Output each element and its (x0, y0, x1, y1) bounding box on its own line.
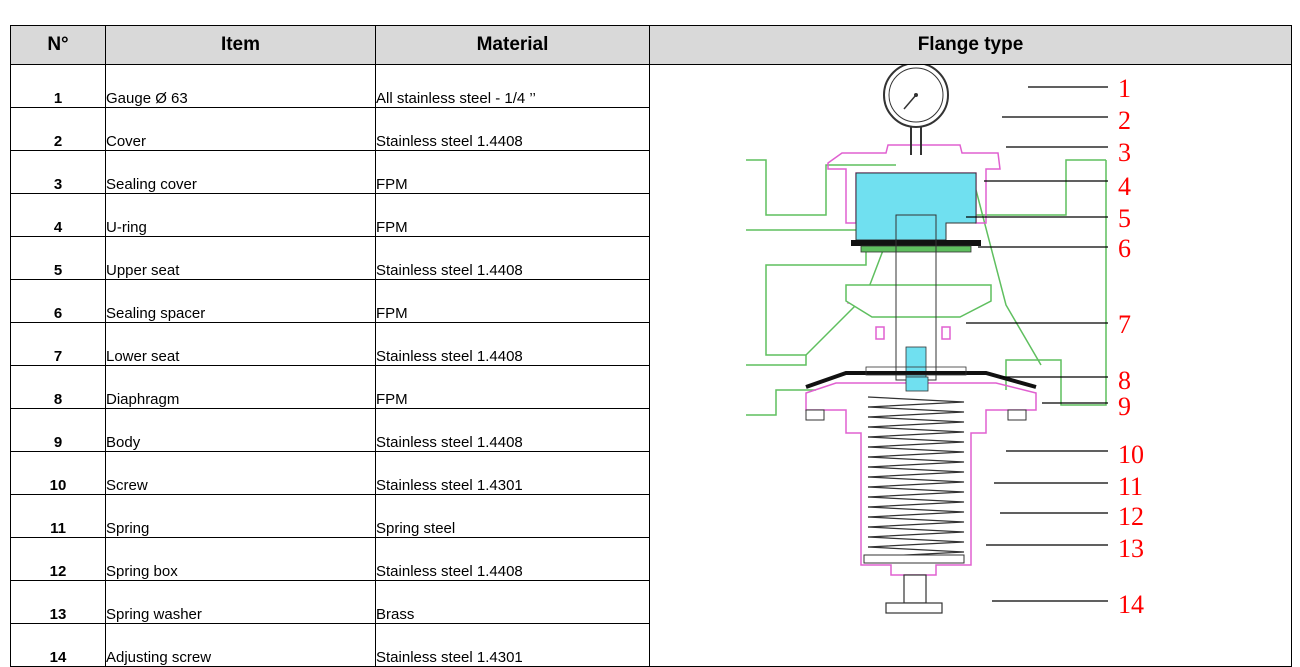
table-row: 5 Upper seat Stainless steel 1.4408 (10, 236, 1292, 280)
row-number: 8 (10, 365, 106, 409)
table-row: 7 Lower seat Stainless steel 1.4408 (10, 322, 1292, 366)
callout-9: 9 (1118, 392, 1131, 421)
row-item: Body (105, 408, 376, 452)
row-material: Brass (375, 580, 650, 624)
callout-1: 1 (1118, 74, 1131, 103)
callout-5: 5 (1118, 204, 1131, 233)
row-material: FPM (375, 279, 650, 323)
row-item: Upper seat (105, 236, 376, 280)
callout-4: 4 (1118, 172, 1131, 201)
row-item: Diaphragm (105, 365, 376, 409)
parts-table: N° Item Material Flange type 1 Gauge Ø 6… (10, 25, 1292, 667)
row-number: 11 (10, 494, 106, 538)
screw (805, 409, 825, 421)
row-item: Lower seat (105, 322, 376, 366)
row-number: 2 (10, 107, 106, 151)
callout-3: 3 (1118, 138, 1131, 167)
callout-7: 7 (1118, 310, 1131, 339)
header-flange-type: Flange type (649, 25, 1292, 65)
row-number: 9 (10, 408, 106, 452)
row-item: Adjusting screw (105, 623, 376, 667)
row-material: Stainless steel 1.4408 (375, 236, 650, 280)
row-number: 13 (10, 580, 106, 624)
row-material: Spring steel (375, 494, 650, 538)
upper-seat (855, 172, 977, 241)
callout-8: 8 (1118, 366, 1131, 395)
table-row: 13 Spring washer Brass (10, 580, 1292, 624)
callout-14: 14 (1118, 590, 1144, 619)
sealing-spacer (851, 240, 981, 246)
row-material: Stainless steel 1.4408 (375, 107, 650, 151)
callout-13: 13 (1118, 534, 1144, 563)
table-header-row: N° Item Material Flange type (10, 25, 1292, 65)
spring (867, 396, 965, 558)
header-material: Material (375, 25, 650, 65)
callout-11: 11 (1118, 472, 1143, 501)
row-item: Spring washer (105, 580, 376, 624)
row-material: FPM (375, 365, 650, 409)
row-item: Gauge Ø 63 (105, 64, 376, 108)
row-item: Screw (105, 451, 376, 495)
row-item: Spring (105, 494, 376, 538)
diaphragm (805, 371, 1037, 389)
row-number: 14 (10, 623, 106, 667)
row-material: Stainless steel 1.4301 (375, 623, 650, 667)
spring-washer (863, 554, 965, 564)
callout-2: 2 (1118, 106, 1131, 135)
row-item: U-ring (105, 193, 376, 237)
row-item: Spring box (105, 537, 376, 581)
row-item: Cover (105, 107, 376, 151)
header-item: Item (105, 25, 376, 65)
row-material: FPM (375, 150, 650, 194)
row-material: Stainless steel 1.4301 (375, 451, 650, 495)
row-number: 5 (10, 236, 106, 280)
row-material: Stainless steel 1.4408 (375, 408, 650, 452)
callout-12: 12 (1118, 502, 1144, 531)
row-material: Stainless steel 1.4408 (375, 322, 650, 366)
row-number: 1 (10, 64, 106, 108)
table-row: 8 Diaphragm FPM (10, 365, 1292, 409)
row-material: FPM (375, 193, 650, 237)
row-number: 6 (10, 279, 106, 323)
row-number: 10 (10, 451, 106, 495)
adjusting-screw (885, 574, 943, 614)
table-row: 12 Spring box Stainless steel 1.4408 (10, 537, 1292, 581)
header-num: N° (10, 25, 106, 65)
row-material: All stainless steel - 1/4 ’’ (375, 64, 650, 108)
row-item: Sealing cover (105, 150, 376, 194)
table-row: 2 Cover Stainless steel 1.4408 (10, 107, 1292, 151)
table-row: 1 Gauge Ø 63 All stainless steel - 1/4 ’… (10, 64, 1292, 667)
callout-6: 6 (1118, 234, 1131, 263)
gauge (883, 65, 949, 155)
row-material: Stainless steel 1.4408 (375, 537, 650, 581)
row-number: 12 (10, 537, 106, 581)
table-row: 11 Spring Spring steel (10, 494, 1292, 538)
table-row: 4 U-ring FPM (10, 193, 1292, 237)
lower-seat (845, 284, 992, 318)
callout-10: 10 (1118, 440, 1144, 469)
row-number: 7 (10, 322, 106, 366)
row-number: 3 (10, 150, 106, 194)
row-number: 4 (10, 193, 106, 237)
row-item: Sealing spacer (105, 279, 376, 323)
